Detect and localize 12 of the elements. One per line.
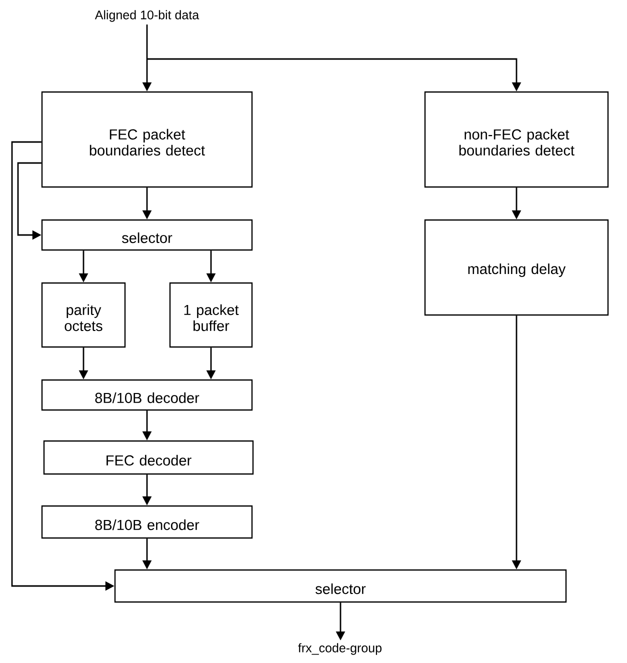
process-box: 8B/10B encoder [41, 505, 253, 539]
input-label: Aligned 10-bit data [94, 10, 200, 22]
output-label: frx_code-group [298, 643, 382, 655]
process-box: selector [41, 219, 253, 251]
process-box: parity octets [41, 282, 126, 348]
process-box: 1 packet buffer [169, 282, 253, 348]
process-box: FEC packet boundaries detect [41, 91, 253, 188]
process-box: non-FEC packet boundaries detect [424, 91, 609, 188]
process-box: FEC decoder [43, 440, 254, 475]
process-box: selector [114, 569, 567, 603]
process-box: matching delay [424, 219, 609, 316]
process-box: 8B/10B decoder [41, 379, 253, 411]
